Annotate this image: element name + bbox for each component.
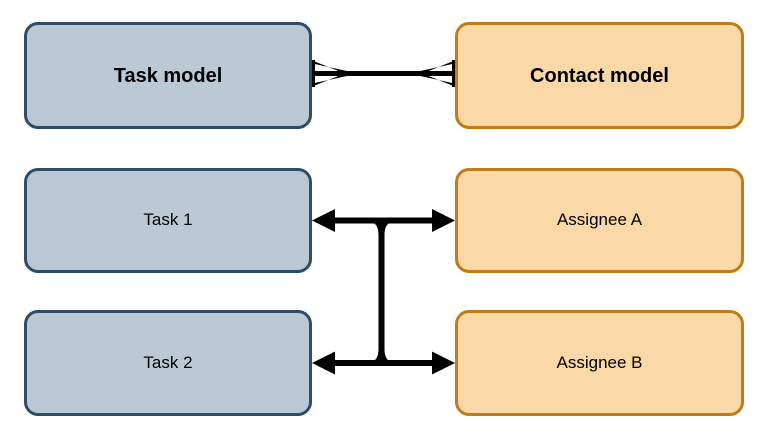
node-contact-model[interactable]: Contact model (455, 22, 744, 129)
edge-instance-join (369, 219, 394, 365)
junction-fillet-top (369, 219, 394, 234)
crowsfoot-left-upper-prong (311, 60, 349, 76)
node-task-1[interactable]: Task 1 (24, 168, 312, 273)
crowsfoot-left-lower-prong (311, 71, 349, 87)
node-task-1-label: Task 1 (143, 210, 193, 230)
edge-task-model-contact-model (311, 60, 456, 87)
node-assignee-a-label: Assignee A (556, 210, 643, 230)
arrowhead-right-row3 (432, 351, 455, 375)
node-task-2-label: Task 2 (143, 352, 193, 372)
arrowhead-left-row3 (312, 351, 335, 375)
junction-fillet-bottom (369, 350, 394, 365)
node-task-model-label: Task model (113, 64, 223, 87)
node-contact-model-label: Contact model (530, 64, 669, 87)
node-assignee-a[interactable]: Assignee A (455, 168, 744, 273)
edge-task-2-assignee-b (312, 351, 455, 375)
node-task-2[interactable]: Task 2 (24, 310, 312, 416)
crowsfoot-right-upper-prong (418, 60, 456, 76)
node-assignee-b[interactable]: Assignee B (455, 310, 744, 416)
node-task-model[interactable]: Task model (24, 22, 312, 129)
arrowhead-right-row2 (432, 209, 455, 232)
edge-task-1-assignee-a (312, 209, 455, 232)
arrow-shaft-row2 (330, 217, 437, 224)
node-assignee-b-label: Assignee B (556, 352, 643, 372)
crowsfoot-right-lower-prong (418, 71, 456, 87)
arrow-shaft-row3 (330, 360, 437, 366)
arrowhead-left-row2 (312, 209, 335, 232)
crowsfoot-shaft (311, 71, 456, 76)
